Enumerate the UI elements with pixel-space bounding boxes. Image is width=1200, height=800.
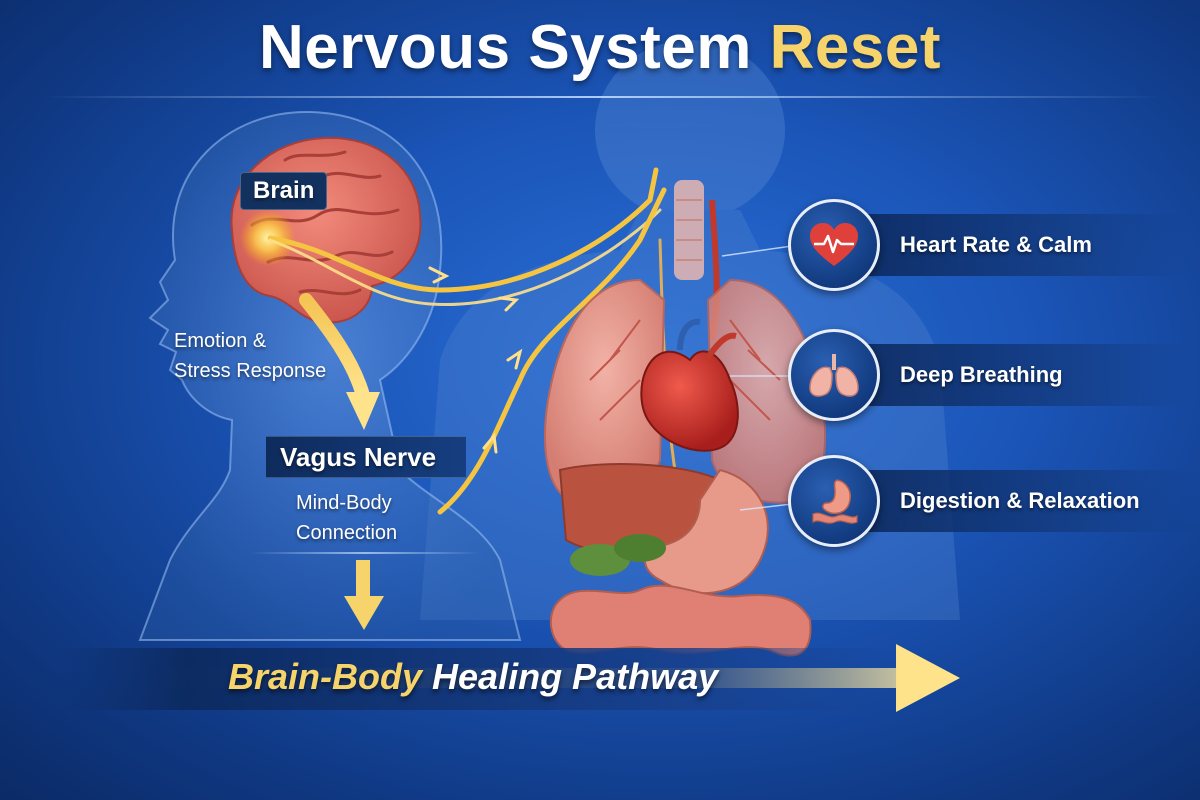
nerve-pathways [267, 167, 682, 515]
heart-rate-icon [788, 199, 880, 291]
footer-accent: Brain-Body [228, 656, 423, 697]
callout-band [828, 214, 1188, 276]
mind-body-divider [250, 552, 480, 554]
digestive-graphic [549, 468, 812, 657]
vagus-nerve-label: Vagus Nerve [280, 442, 437, 472]
brain-label: Brain [240, 172, 328, 210]
mind-body-line2: Connection [296, 522, 398, 544]
title-accent: Reset [769, 13, 941, 82]
footer-rest: Healing Pathway [432, 656, 719, 697]
lungs-graphic [543, 278, 827, 504]
callout-label: Heart Rate & Calm [900, 232, 1092, 257]
callout-digestion: Digestion & Relaxation [788, 455, 1198, 547]
callout-heart-rate: Heart Rate & Calm [788, 199, 1188, 291]
mind-body-line1: Mind-Body [296, 492, 392, 514]
emotion-label-line2: Stress Response [174, 360, 327, 382]
emotion-label: Emotion & Stress Response [174, 326, 326, 386]
callout-connectors [721, 245, 793, 511]
callout-band [828, 344, 1188, 406]
callout-label: Digestion & Relaxation [900, 488, 1140, 513]
mind-body-label: Mind-Body Connection [296, 488, 397, 548]
callout-band [828, 470, 1198, 532]
stomach-icon [788, 455, 880, 547]
footer-title: Brain-Body Healing Pathway [228, 656, 718, 698]
page-title: Nervous System Reset [0, 12, 1200, 83]
callout-deep-breathing: Deep Breathing [788, 329, 1188, 421]
callout-label: Deep Breathing [900, 362, 1063, 387]
title-divider [40, 96, 1160, 98]
footer-band [60, 648, 900, 710]
title-main: Nervous System [259, 13, 752, 82]
pathway-arrows-down [299, 293, 384, 630]
vagus-label-panel [266, 436, 466, 478]
heart-graphic [640, 318, 739, 452]
lungs-icon [788, 329, 880, 421]
emotion-label-line1: Emotion & [174, 330, 267, 352]
